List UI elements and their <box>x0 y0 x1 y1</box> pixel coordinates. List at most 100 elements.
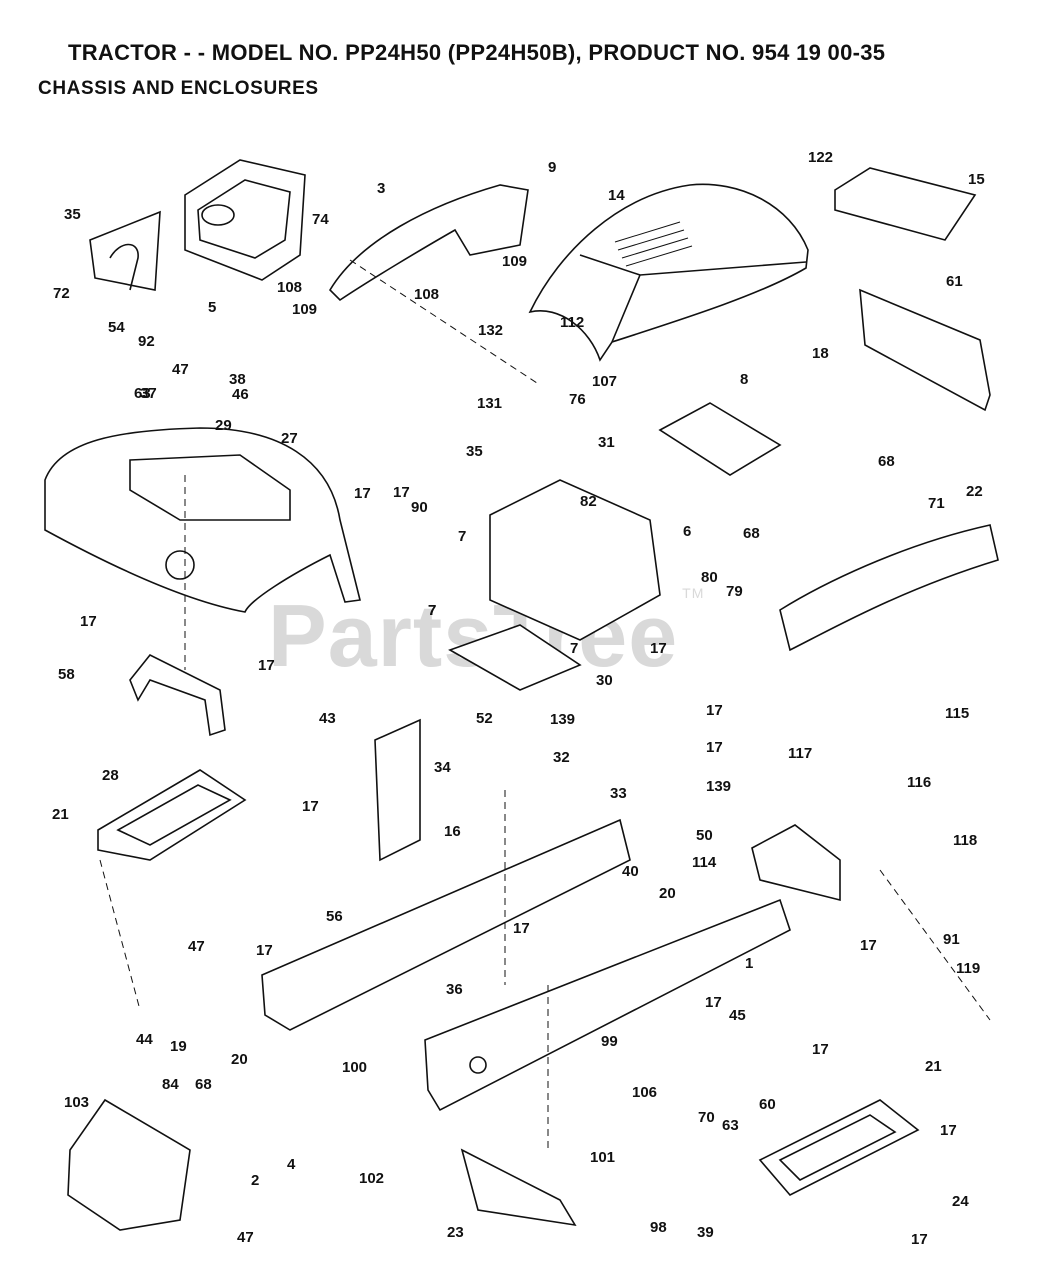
callout-17: 17 <box>513 920 530 937</box>
callout-63: 63 <box>134 385 151 402</box>
callout-112: 112 <box>560 314 584 331</box>
callout-80: 80 <box>701 569 718 586</box>
callout-17: 17 <box>393 484 410 501</box>
callout-139: 139 <box>550 711 575 728</box>
callout-37: 37 <box>140 385 157 402</box>
callout-56: 56 <box>326 908 343 925</box>
callout-132: 132 <box>478 322 503 339</box>
part-panel-92-cutout <box>109 243 139 291</box>
callout-32: 32 <box>553 749 570 766</box>
part-hood <box>528 183 809 362</box>
callout-7: 7 <box>428 602 436 619</box>
callout-118: 118 <box>953 832 977 849</box>
callout-139: 139 <box>706 778 731 795</box>
callout-22: 22 <box>966 483 983 500</box>
watermark-tm: TM <box>682 585 705 601</box>
callout-3: 3 <box>377 180 385 197</box>
callout-39: 39 <box>697 1224 714 1241</box>
callout-116: 116 <box>907 774 931 791</box>
callout-47: 47 <box>237 1229 254 1246</box>
callout-17: 17 <box>706 702 723 719</box>
callout-92: 92 <box>138 333 155 350</box>
callout-35: 35 <box>466 443 483 460</box>
part-grille <box>859 288 991 412</box>
callout-16: 16 <box>444 823 461 840</box>
part-fender <box>44 427 361 613</box>
callout-17: 17 <box>258 657 275 674</box>
callout-20: 20 <box>659 885 676 902</box>
callout-114: 114 <box>692 854 717 871</box>
callout-63: 63 <box>722 1117 739 1134</box>
part-bumper <box>779 524 999 652</box>
callout-68: 68 <box>743 525 760 542</box>
part-floor-30 <box>448 624 582 691</box>
callout-28: 28 <box>102 767 119 784</box>
callout-35: 35 <box>64 206 81 223</box>
callout-52: 52 <box>476 710 493 727</box>
callout-72: 72 <box>53 285 70 302</box>
callout-17: 17 <box>354 485 371 502</box>
callout-108: 108 <box>277 279 302 296</box>
part-side-panel <box>328 184 529 302</box>
callout-47: 47 <box>172 361 189 378</box>
part-console-6 <box>489 479 661 641</box>
callout-6: 6 <box>683 523 691 540</box>
callout-47: 47 <box>188 938 205 955</box>
callout-109: 109 <box>292 301 317 318</box>
callout-17: 17 <box>705 994 722 1011</box>
callout-115: 115 <box>945 705 969 722</box>
callout-27: 27 <box>281 430 298 447</box>
part-28 <box>97 769 247 861</box>
callout-36: 36 <box>446 981 463 998</box>
callout-7: 7 <box>428 602 436 619</box>
section-subtitle: CHASSIS AND ENCLOSURES <box>38 78 319 99</box>
callout-14: 14 <box>608 187 625 204</box>
callout-17: 17 <box>911 1231 928 1248</box>
callout-100: 100 <box>342 1059 367 1076</box>
callout-54: 54 <box>108 319 125 336</box>
callout-4: 4 <box>287 1156 296 1173</box>
callout-68: 68 <box>878 453 895 470</box>
callout-50: 50 <box>696 827 713 844</box>
callout-43: 43 <box>319 710 336 727</box>
part-58 <box>129 653 226 737</box>
callout-40: 40 <box>622 863 639 880</box>
part-panel-92 <box>89 210 161 291</box>
callout-76: 76 <box>569 391 586 408</box>
callout-17: 17 <box>812 1041 829 1058</box>
callout-layer: 3914122156135725492574108109108132109112… <box>52 149 985 1248</box>
part-28-inner <box>116 784 232 846</box>
part-shield-98 <box>460 1148 577 1227</box>
callout-17: 17 <box>940 1122 957 1139</box>
callout-33: 33 <box>610 785 627 802</box>
callout-17: 17 <box>80 613 97 630</box>
callout-109: 109 <box>502 253 527 270</box>
callout-106: 106 <box>632 1084 657 1101</box>
callout-20: 20 <box>231 1051 248 1068</box>
callout-17: 17 <box>860 937 877 954</box>
callout-103: 103 <box>64 1094 89 1111</box>
callout-1: 1 <box>745 955 753 972</box>
callout-30: 30 <box>596 672 613 689</box>
part-frame-rail-1 <box>424 898 791 1112</box>
callout-17: 17 <box>302 798 319 815</box>
callout-9: 9 <box>548 159 556 176</box>
callout-98: 98 <box>650 1219 667 1236</box>
part-plate-8 <box>658 402 782 476</box>
callout-91: 91 <box>943 931 960 948</box>
callout-34: 34 <box>434 759 451 776</box>
callout-101: 101 <box>590 1149 615 1166</box>
callout-108: 108 <box>414 286 439 303</box>
callout-71: 71 <box>928 495 945 512</box>
callout-8: 8 <box>740 371 748 388</box>
callout-90: 90 <box>411 499 428 516</box>
callout-21: 21 <box>52 806 69 823</box>
callout-102: 102 <box>359 1170 384 1187</box>
callout-15: 15 <box>968 171 985 188</box>
part-15 <box>834 167 977 241</box>
callout-45: 45 <box>729 1007 746 1024</box>
callout-7: 7 <box>458 528 466 545</box>
callout-74: 74 <box>312 211 329 228</box>
part-step-24-inner <box>778 1114 897 1181</box>
callout-23: 23 <box>447 1224 464 1241</box>
